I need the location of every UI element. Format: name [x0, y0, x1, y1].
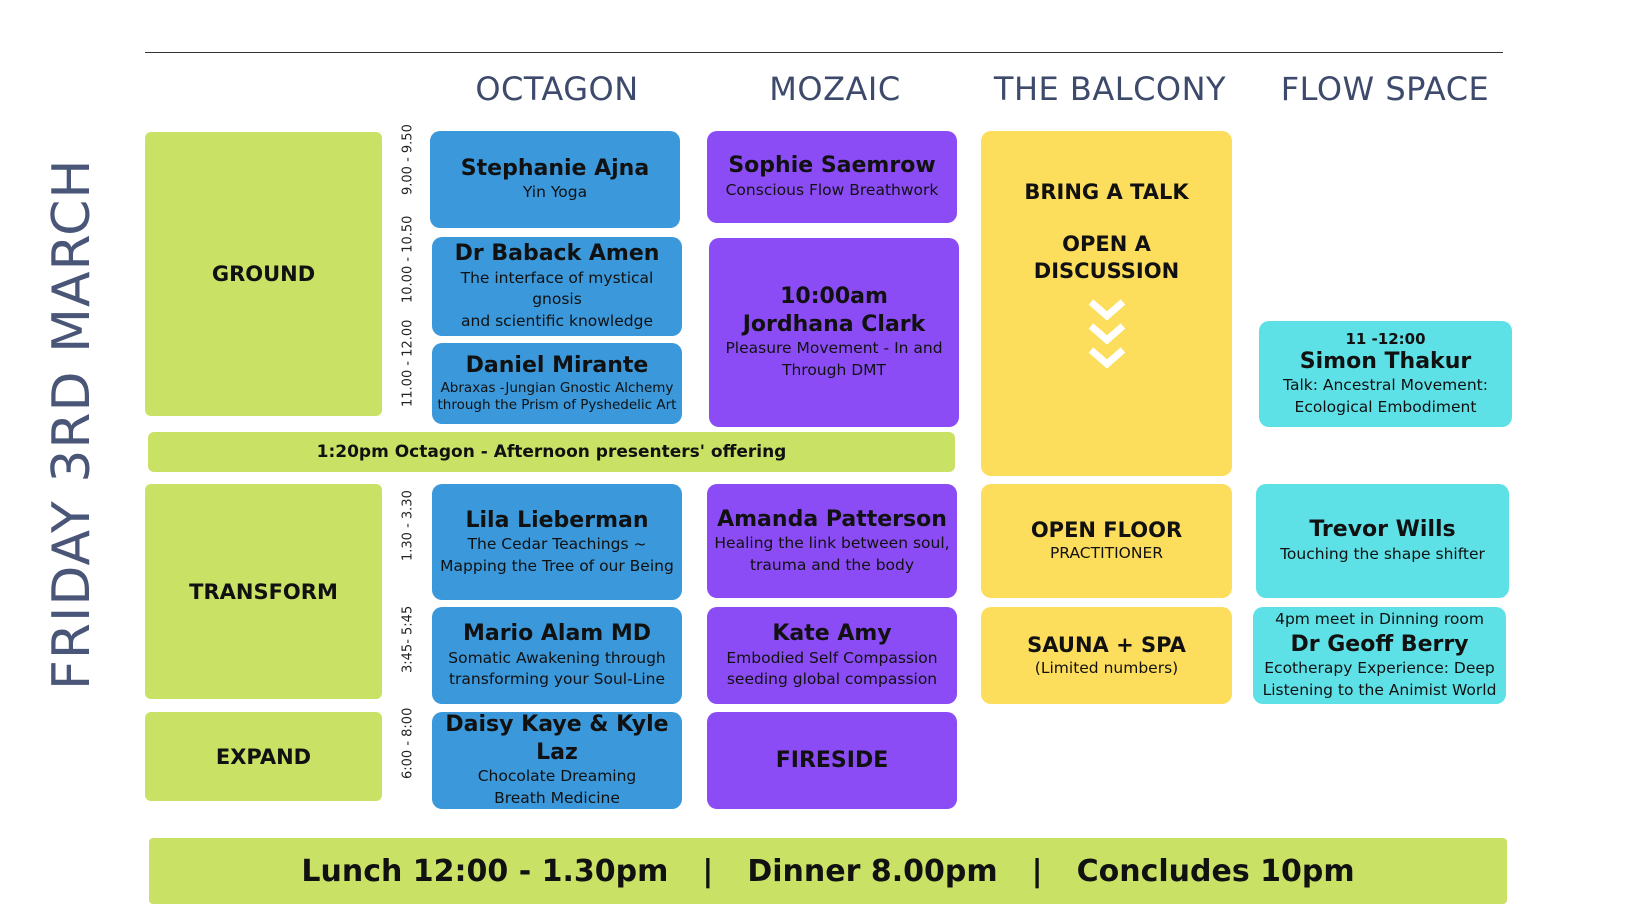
session-description: and scientific knowledge	[461, 312, 653, 331]
presenter-name: Lila Lieberman	[465, 507, 649, 533]
balcony-heading: OPEN A	[1062, 232, 1151, 257]
column-header-octagon: OCTAGON	[475, 70, 639, 108]
session-description: Conscious Flow Breathwork	[725, 180, 939, 199]
afternoon-banner: 1:20pm Octagon - Afternoon presenters' o…	[148, 432, 955, 472]
presenter-name: FIRESIDE	[775, 747, 889, 773]
session-card-octagon[interactable]: Lila Lieberman The Cedar Teachings ~ Map…	[432, 484, 682, 600]
presenter-name: Daniel Mirante	[465, 353, 649, 379]
session-card-mozaic[interactable]: Kate Amy Embodied Self Compassion seedin…	[707, 607, 957, 704]
balcony-heading: OPEN FLOOR	[1030, 518, 1183, 543]
presenter-name: Jordhana Clark	[742, 311, 926, 337]
session-description: seeding global compassion	[726, 670, 938, 689]
concludes-time: Concludes 10pm	[1076, 853, 1355, 889]
footer-separator: |	[1031, 853, 1043, 889]
session-card-balcony[interactable]: SAUNA + SPA (Limited numbers)	[981, 607, 1232, 704]
session-card-mozaic[interactable]: Sophie Saemrow Conscious Flow Breathwork	[707, 131, 957, 223]
balcony-heading: BRING A TALK	[1024, 180, 1189, 204]
time-label: 6:00 - 8:00	[400, 707, 416, 779]
section-transform: TRANSFORM	[145, 484, 382, 699]
presenter-name: Simon Thakur	[1299, 348, 1472, 374]
session-card-octagon[interactable]: Stephanie Ajna Yin Yoga	[430, 131, 680, 228]
session-time: 11 -12:00	[1345, 329, 1426, 348]
session-description: Healing the link between soul,	[714, 534, 950, 553]
chevron-down-triple-icon	[1087, 298, 1127, 376]
session-description: Ecotherapy Experience: Deep	[1264, 659, 1495, 678]
session-description: PRACTITIONER	[1049, 544, 1164, 563]
session-card-octagon[interactable]: Dr Baback Amen The interface of mystical…	[432, 237, 682, 336]
session-description: Pleasure Movement - In and	[725, 339, 943, 358]
presenter-name: Kate Amy	[772, 621, 892, 647]
session-description: The interface of mystical gnosis	[460, 268, 654, 309]
time-label: 10.00 - 10.50	[400, 215, 416, 303]
time-label: 11.00 - 12.00	[400, 319, 416, 407]
session-description: Abraxas -Jungian Gnostic Alchemy	[440, 379, 674, 396]
session-description: Somatic Awakening through	[448, 648, 666, 667]
session-description: Breath Medicine	[494, 789, 620, 807]
session-card-flow-space[interactable]: 11 -12:00 Simon Thakur Talk: Ancestral M…	[1259, 321, 1512, 427]
presenter-name: Dr Geoff Berry	[1290, 631, 1469, 657]
session-description: Ecological Embodiment	[1294, 397, 1477, 416]
presenter-name: Daisy Kaye & Kyle Laz	[445, 712, 669, 765]
presenter-name: Mario Alam MD	[462, 621, 652, 647]
column-header-flow-space: FLOW SPACE	[1280, 70, 1490, 108]
day-title: FRIDAY 3RD MARCH	[42, 158, 102, 690]
session-description: Mapping the Tree of our Being	[440, 556, 674, 575]
session-description: The Cedar Teachings ~	[467, 535, 647, 554]
session-card-balcony[interactable]: BRING A TALK OPEN A DISCUSSION	[981, 131, 1232, 476]
footer-bar: Lunch 12:00 - 1.30pm | Dinner 8.00pm | C…	[149, 838, 1507, 904]
column-header-balcony: THE BALCONY	[993, 70, 1227, 108]
session-description: through the Prism of Pyshedelic Art	[437, 397, 677, 414]
balcony-heading: DISCUSSION	[1033, 258, 1180, 283]
session-description: Embodied Self Compassion	[726, 648, 938, 667]
session-description: Chocolate Dreaming	[477, 767, 637, 786]
session-description: Listening to the Animist World	[1262, 681, 1497, 700]
time-label: 9.00 - 9.50	[400, 124, 416, 195]
presenter-name: Amanda Patterson	[717, 506, 947, 532]
session-card-balcony[interactable]: OPEN FLOOR PRACTITIONER	[981, 484, 1232, 598]
session-card-octagon[interactable]: Mario Alam MD Somatic Awakening through …	[432, 607, 682, 704]
session-description: trauma and the body	[749, 555, 915, 574]
session-card-flow-space[interactable]: Trevor Wills Touching the shape shifter	[1256, 484, 1509, 598]
session-card-mozaic[interactable]: FIRESIDE	[707, 712, 957, 809]
column-header-mozaic: MOZAIC	[769, 70, 901, 108]
presenter-name: Sophie Saemrow	[728, 153, 936, 179]
presenter-name: Dr Baback Amen	[454, 241, 660, 267]
section-ground: GROUND	[145, 132, 382, 416]
dinner-time: Dinner 8.00pm	[747, 853, 998, 889]
session-description: (Limited numbers)	[1034, 658, 1179, 677]
section-expand: EXPAND	[145, 712, 382, 801]
time-label: 3:45- 5:45	[400, 605, 416, 673]
session-description: Touching the shape shifter	[1280, 544, 1485, 563]
footer-separator: |	[702, 853, 714, 889]
session-card-octagon[interactable]: Daniel Mirante Abraxas -Jungian Gnostic …	[432, 343, 682, 424]
session-description: Through DMT	[782, 361, 886, 379]
time-label: 1.30 - 3.30	[400, 490, 416, 561]
top-divider	[145, 52, 1503, 53]
session-card-mozaic[interactable]: Amanda Patterson Healing the link betwee…	[707, 484, 957, 598]
session-time: 4pm meet in Dinning room	[1275, 610, 1484, 629]
session-description: Yin Yoga	[522, 183, 588, 202]
session-time: 10:00am	[780, 284, 888, 310]
lunch-time: Lunch 12:00 - 1.30pm	[301, 853, 669, 889]
session-description: transforming your Soul-Line	[448, 670, 665, 689]
session-card-mozaic[interactable]: 10:00am Jordhana Clark Pleasure Movement…	[709, 238, 959, 427]
balcony-heading: SAUNA + SPA	[1027, 632, 1186, 657]
presenter-name: Stephanie Ajna	[460, 155, 650, 181]
session-card-flow-space[interactable]: 4pm meet in Dinning room Dr Geoff Berry …	[1253, 607, 1506, 704]
session-card-octagon[interactable]: Daisy Kaye & Kyle Laz Chocolate Dreaming…	[432, 712, 682, 809]
presenter-name: Trevor Wills	[1309, 517, 1456, 543]
session-description: Talk: Ancestral Movement:	[1283, 376, 1488, 395]
